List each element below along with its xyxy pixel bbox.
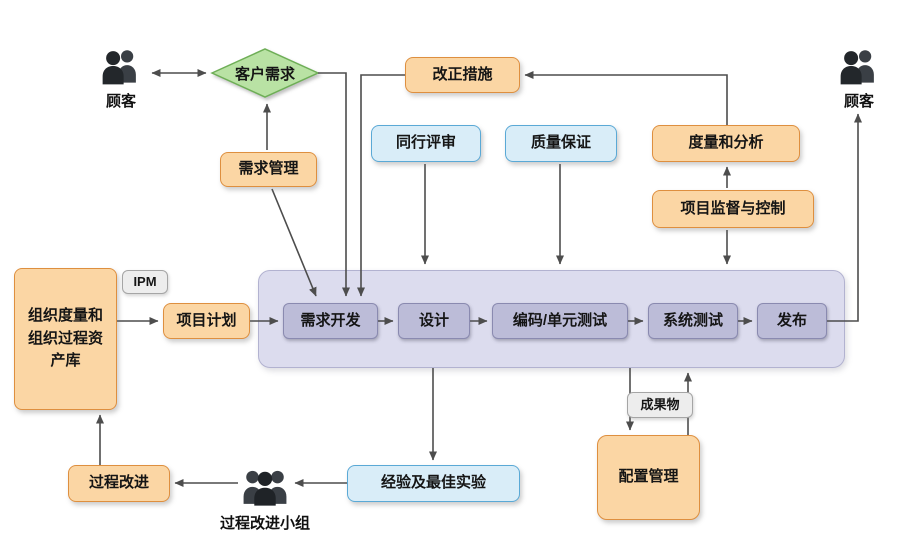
process-improvement-team-people-icon (240, 466, 290, 506)
org-assets-node: 组织度量和组织过程资产库 (14, 268, 117, 410)
arrow-measurement-to-corrective-action (524, 71, 728, 125)
customer-left-people-icon (100, 47, 142, 85)
requirements-development-node: 需求开发 (283, 303, 378, 339)
quality-assurance-node: 质量保证 (505, 125, 617, 162)
customer-requirements-label: 客户需求 (234, 66, 295, 83)
project-monitoring-control-node: 项目监督与控制 (652, 190, 814, 228)
config-management-node: 配置管理 (597, 435, 700, 520)
customer-right-label: 顾客 (843, 93, 874, 110)
arrow-release-to-customer (827, 113, 862, 322)
coding-unit-test-node: 编码/单元测试 (492, 303, 628, 339)
release-node: 发布 (757, 303, 827, 339)
best-practice-node: 经验及最佳实验 (347, 465, 520, 502)
measurement-analysis-node: 度量和分析 (652, 125, 800, 162)
process-improvement-team-label: 过程改进小组 (219, 515, 310, 532)
peer-review-node: 同行评审 (371, 125, 481, 162)
customer-right-people-icon (838, 47, 880, 85)
arrow-customer-requirements-to-reqdev (318, 72, 350, 297)
process-improvement-node: 过程改进 (68, 465, 170, 502)
arrow-corrective-action-to-reqdev (357, 74, 405, 297)
customer-left-label: 顾客 (105, 93, 136, 110)
corrective-action-node: 改正措施 (405, 57, 520, 93)
design-node: 设计 (398, 303, 470, 339)
ipm-label: IPM (122, 270, 168, 294)
system-test-node: 系统测试 (648, 303, 738, 339)
requirements-management-node: 需求管理 (220, 152, 317, 187)
arrow-reqmgmt-to-reqdev (271, 188, 317, 297)
deliverable-label: 成果物 (627, 392, 693, 418)
project-plan-node: 项目计划 (163, 303, 250, 339)
